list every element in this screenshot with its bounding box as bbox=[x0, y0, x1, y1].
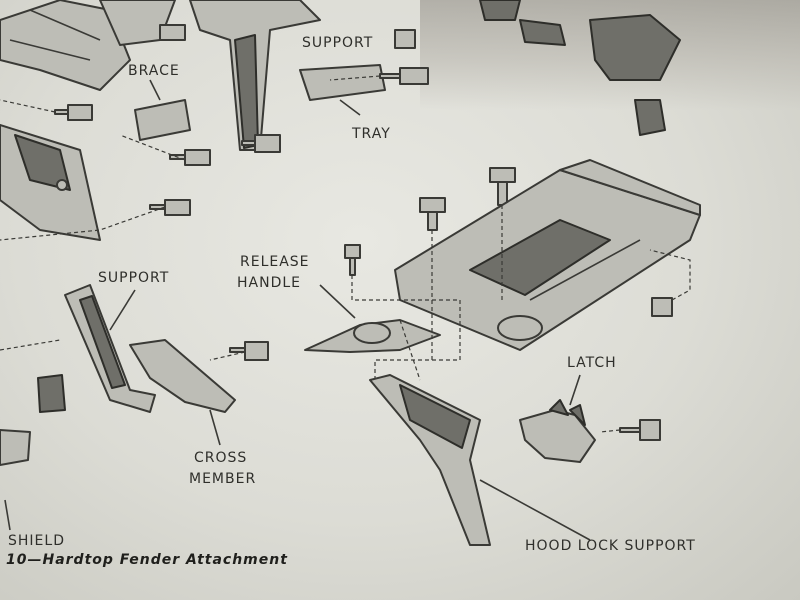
release-handle-part bbox=[304, 284, 441, 353]
upper-support-part bbox=[189, 0, 321, 151]
upper-right-parts bbox=[479, 0, 681, 136]
label-shield: SHIELD bbox=[8, 533, 65, 549]
label-latch: LATCH bbox=[567, 355, 617, 371]
label-hood-lock-support: HOOD LOCK SUPPORT bbox=[525, 538, 696, 554]
label-tray: TRAY bbox=[352, 126, 391, 142]
latch-part bbox=[519, 374, 596, 463]
brace-part bbox=[134, 79, 191, 141]
screw-fasteners bbox=[54, 24, 673, 441]
label-brace: BRACE bbox=[128, 63, 180, 79]
label-release-handle-line1: RELEASE bbox=[240, 254, 310, 270]
hood-lock-plate-part bbox=[394, 159, 701, 351]
hood-lock-support-part bbox=[369, 374, 591, 546]
tray-part bbox=[299, 64, 386, 116]
label-cross-member-line2: MEMBER bbox=[189, 471, 257, 487]
left-panel-part bbox=[0, 124, 101, 241]
upper-left-bracket-part bbox=[0, 0, 176, 91]
cross-member-part bbox=[129, 339, 236, 446]
shield-part bbox=[0, 429, 31, 531]
figure-caption: 10—Hardtop Fender Attachment bbox=[6, 552, 288, 568]
assembly-guide-lines bbox=[0, 75, 691, 433]
label-release-handle-line2: HANDLE bbox=[237, 275, 302, 291]
label-cross-member-line1: CROSS bbox=[194, 450, 248, 466]
left-support-part bbox=[64, 284, 156, 413]
small-clip-part bbox=[37, 374, 66, 413]
label-support-top: SUPPORT bbox=[302, 35, 374, 51]
label-support-left: SUPPORT bbox=[98, 270, 170, 286]
